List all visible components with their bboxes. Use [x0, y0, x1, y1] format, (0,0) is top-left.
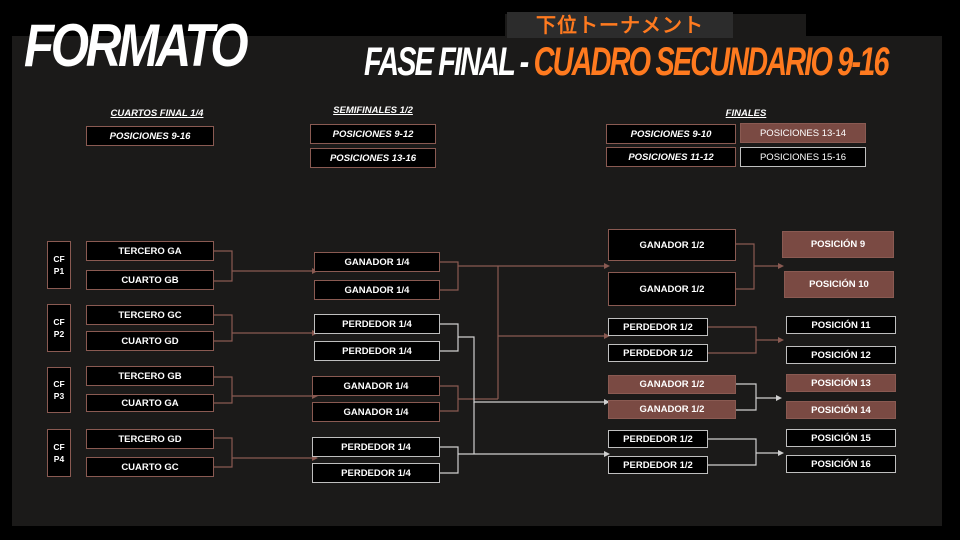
final-perdedor-2: PERDEDOR 1/2 — [608, 344, 708, 362]
arrow-final-5 — [604, 399, 610, 405]
final-perdedor-4: PERDEDOR 1/2 — [608, 456, 708, 474]
arrow-pos-11 — [778, 337, 784, 343]
connector-p3 — [214, 376, 233, 404]
semi-ganador-3: GANADOR 1/4 — [312, 376, 440, 396]
page-subtitle: FASE FINAL - CUADRO SECUNDARIO 9-16 — [364, 40, 890, 84]
header-finales: FINALES — [725, 108, 767, 119]
arrow-final-7 — [604, 451, 610, 457]
arrow-pos-15 — [778, 450, 784, 456]
group-label-p3: CF P3 — [47, 367, 71, 413]
position-16: POSICIÓN 16 — [786, 455, 896, 473]
group-cf: CF — [53, 254, 65, 264]
subtitle-orange: CUADRO SECUNDARIO 9-16 — [533, 40, 890, 84]
position-15: POSICIÓN 15 — [786, 429, 896, 447]
connector-semis-p2-out — [458, 336, 504, 403]
arrow-final-3 — [604, 333, 610, 339]
connector-finals-p — [708, 326, 757, 354]
group-label-p1: CF P1 — [47, 241, 71, 289]
team-cuarto-gb: CUARTO GB — [86, 270, 214, 290]
semi-ganador-1: GANADOR 1/4 — [314, 252, 440, 272]
team-tercero-gd: TERCERO GD — [86, 429, 214, 449]
team-cuarto-gc: CUARTO GC — [86, 457, 214, 477]
connector-p4 — [214, 437, 233, 468]
group-p: P1 — [53, 266, 65, 276]
group-p: P4 — [53, 454, 65, 464]
group-p: P2 — [53, 329, 65, 339]
subtitle-white: FASE FINAL - — [364, 40, 534, 84]
group-p: P3 — [53, 391, 65, 401]
connector-p1 — [214, 250, 233, 282]
position-13: POSICIÓN 13 — [786, 374, 896, 392]
connector-semis-g1 — [440, 261, 459, 291]
team-cuarto-gd: CUARTO GD — [86, 331, 214, 351]
group-cf: CF — [53, 442, 65, 452]
team-cuarto-ga: CUARTO GA — [86, 394, 214, 412]
legend-finales-11-12: POSICIONES 11-12 — [606, 147, 736, 167]
group-label-p2: CF P2 — [47, 304, 71, 352]
legend-finales-9-10: POSICIONES 9-10 — [606, 124, 736, 144]
semi-perdedor-3: PERDEDOR 1/4 — [312, 437, 440, 457]
final-perdedor-1: PERDEDOR 1/2 — [608, 318, 708, 336]
position-11: POSICIÓN 11 — [786, 316, 896, 334]
legend-semis-9-12: POSICIONES 9-12 — [310, 124, 436, 144]
team-tercero-ga: TERCERO GA — [86, 241, 214, 261]
team-tercero-gc: TERCERO GC — [86, 305, 214, 325]
arrow-pos-9 — [778, 263, 784, 269]
header-semis: SEMIFINALES 1/2 — [333, 105, 413, 116]
legend-semis-13-16: POSICIONES 13-16 — [310, 148, 436, 168]
position-10: POSICIÓN 10 — [784, 271, 894, 298]
japanese-caption: 下位トーナメント — [507, 12, 733, 38]
group-cf: CF — [53, 379, 65, 389]
header-cuartos: CUARTOS FINAL 1/4 — [110, 108, 204, 119]
connector-semis-g3 — [440, 385, 459, 412]
final-ganador-3: GANADOR 1/2 — [608, 375, 736, 394]
connector-finals-g — [736, 243, 755, 290]
semi-ganador-2: GANADOR 1/4 — [314, 280, 440, 300]
semi-perdedor-1: PERDEDOR 1/4 — [314, 314, 440, 334]
semi-perdedor-4: PERDEDOR 1/4 — [312, 463, 440, 483]
position-12: POSICIÓN 12 — [786, 346, 896, 364]
team-tercero-gb: TERCERO GB — [86, 366, 214, 386]
semi-perdedor-2: PERDEDOR 1/4 — [314, 341, 440, 361]
legend-cuartos-9-16: POSICIONES 9-16 — [86, 126, 214, 146]
position-14: POSICIÓN 14 — [786, 401, 896, 419]
connector-semis-p4 — [440, 446, 459, 474]
connector-p2 — [214, 314, 233, 342]
legend-finales-13-14: POSICIONES 13-14 — [740, 123, 866, 143]
arrow-pos-13 — [776, 395, 782, 401]
final-ganador-4: GANADOR 1/2 — [608, 400, 736, 419]
group-label-p4: CF P4 — [47, 429, 71, 477]
position-9: POSICIÓN 9 — [782, 231, 894, 258]
semi-ganador-4: GANADOR 1/4 — [312, 402, 440, 422]
connector-semis-p2 — [440, 323, 459, 352]
final-ganador-2: GANADOR 1/2 — [608, 272, 736, 306]
connector-finals-g2 — [736, 383, 757, 411]
final-ganador-1: GANADOR 1/2 — [608, 229, 736, 261]
page-title: FORMATO — [24, 12, 248, 79]
connector-finals-p2 — [708, 438, 757, 466]
final-perdedor-3: PERDEDOR 1/2 — [608, 430, 708, 448]
group-cf: CF — [53, 317, 65, 327]
legend-finales-15-16: POSICIONES 15-16 — [740, 147, 866, 167]
arrow-final-1 — [604, 263, 610, 269]
